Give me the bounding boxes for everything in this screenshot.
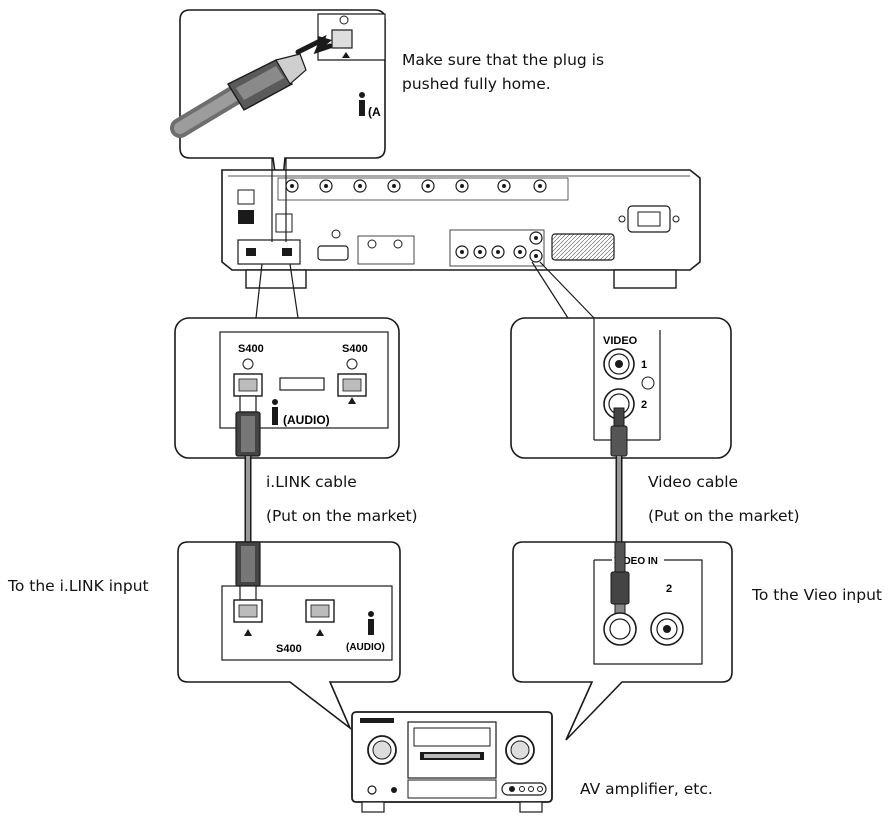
ilink-cable-caption: i.LINK cable (Put on the market)	[266, 465, 418, 533]
amp-ilink-panel: S400 (AUDIO)	[177, 541, 401, 731]
ilink-cable-label: i.LINK cable	[266, 473, 357, 491]
player-audio-label: (AUDIO)	[283, 413, 330, 427]
amp-audio-label: (AUDIO)	[346, 642, 385, 653]
dvd-player-rear-panel	[221, 158, 701, 319]
ilink-logo-icon	[368, 611, 374, 617]
plug-note-line1: Make sure that the plug is	[402, 51, 605, 69]
player-video-jack-2-label: 2	[641, 399, 647, 411]
ilink-cable-sublabel: (Put on the market)	[266, 507, 418, 525]
player-video-panel: VIDEO 1 2	[510, 317, 732, 459]
plug-note-line2: pushed fully home.	[402, 75, 551, 94]
video-cable-label: Video cable	[648, 473, 739, 491]
ilink-logo-icon	[272, 399, 278, 405]
video-cable-caption: Video cable (Put on the market)	[648, 465, 800, 533]
av-amplifier-label: AV amplifier, etc.	[580, 780, 713, 798]
amp-video-jack-2-label: 2	[666, 583, 672, 595]
amp-video-panel: VIDEO IN 2	[512, 541, 733, 741]
to-video-input-label: To the Vieo input	[752, 586, 882, 604]
player-video-jack-1-label: 1	[641, 359, 647, 371]
player-port-left-label: S400	[238, 343, 264, 355]
plug-inset: (A	[170, 9, 386, 211]
ilink-logo-icon	[359, 92, 365, 98]
player-ilink-panel: S400 S400 (AUDIO)	[174, 317, 400, 459]
audio-out-jacks	[277, 177, 569, 201]
av-amplifier	[351, 711, 553, 813]
player-port-right-label: S400	[342, 343, 368, 355]
inset-audio-label: (A	[368, 105, 381, 119]
video-cable-sublabel: (Put on the market)	[648, 507, 800, 525]
to-ilink-input-label: To the i.LINK input	[8, 577, 149, 595]
plug-note: Make sure that the plug is pushed fully …	[402, 48, 604, 96]
amp-speed-label: S400	[276, 643, 302, 655]
player-video-title: VIDEO	[603, 335, 638, 347]
amp-video-title: VIDEO IN	[614, 556, 658, 567]
